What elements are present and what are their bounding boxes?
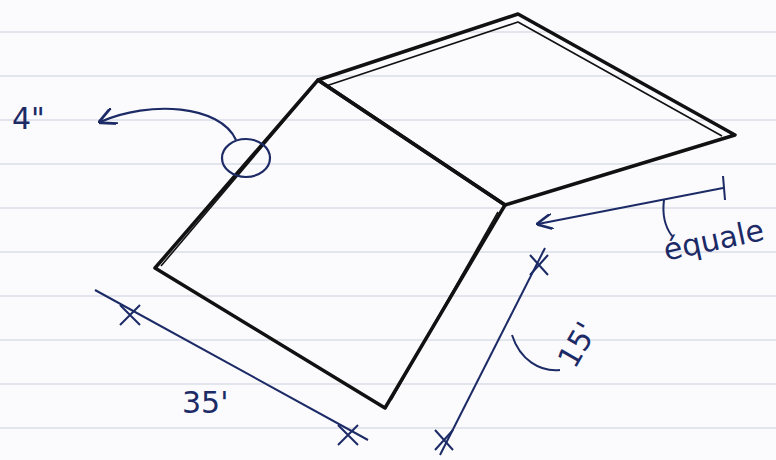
dimension-label-holder: 4" [12,104,45,134]
dimension-35 [95,290,368,445]
dimension-label: équale [661,215,767,265]
dimension-label: 35' [182,388,228,418]
dimension-15 [435,248,560,455]
lower-panel [155,80,505,408]
dimension-label: 4" [12,104,45,134]
detail-callout [100,109,270,177]
dimension-label-holder: 35' [182,388,228,418]
dimension-label-holder: équale [661,215,767,265]
dimension-label-holder: 15' [553,317,602,372]
dimension-equal [538,176,725,236]
dimension-label: 15' [553,317,602,372]
upper-panel [318,14,735,205]
